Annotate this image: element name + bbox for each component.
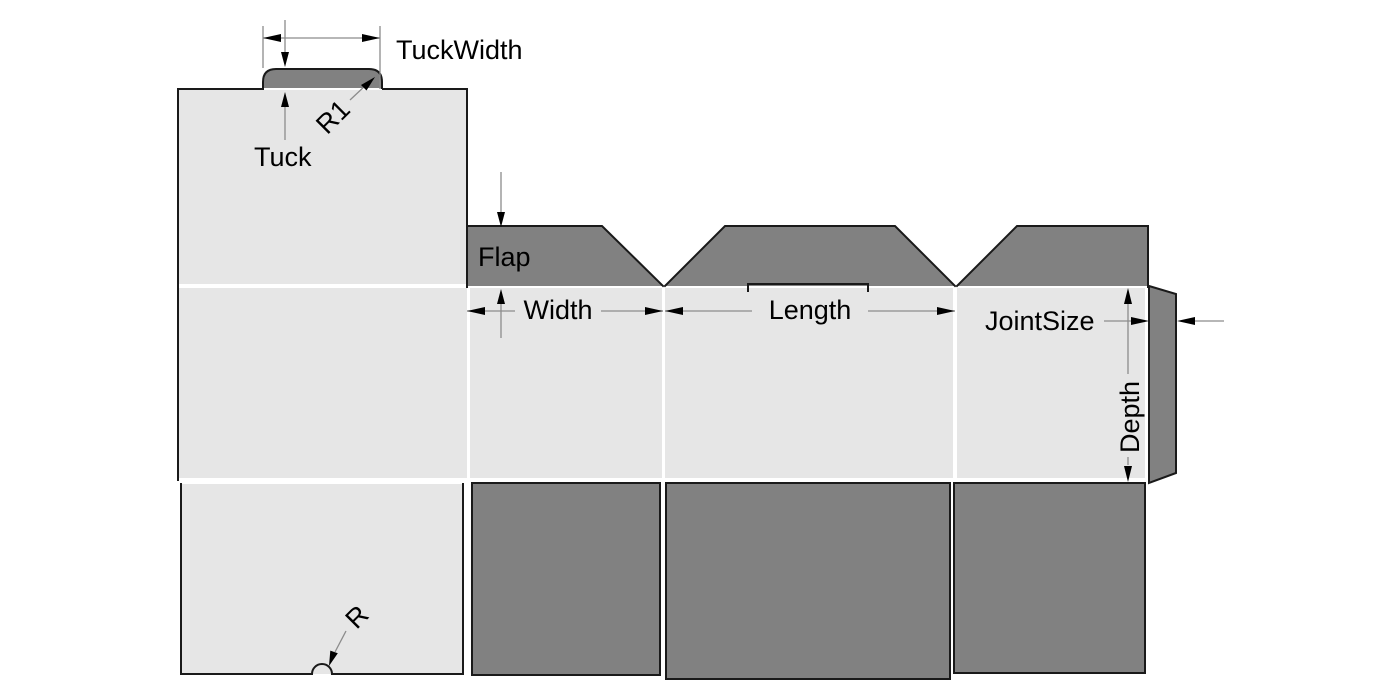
dim-tuckwidth: TuckWidth xyxy=(262,26,523,89)
dim-jointsize: JointSize xyxy=(985,306,1224,336)
flap-label: Flap xyxy=(478,242,531,272)
tuckwidth-arrow-right xyxy=(362,34,380,42)
depth-arrow-up xyxy=(1124,288,1132,304)
jointsize-arrow-left xyxy=(1177,317,1195,325)
thumb-notch xyxy=(310,663,334,676)
bottom-tuck-panel-outline xyxy=(180,483,464,675)
tuck-arrow-down xyxy=(281,52,289,67)
depth-arrow-down xyxy=(1124,466,1132,482)
dim-length: Length xyxy=(665,295,955,325)
length-arrow-right xyxy=(937,307,955,315)
bottom-flap-right xyxy=(953,482,1146,674)
dim-depth: Depth xyxy=(1115,288,1145,482)
lock-slit xyxy=(747,283,869,292)
r1-arrowhead xyxy=(361,77,375,91)
dust-flap-right-outline xyxy=(955,225,1149,288)
width-label: Width xyxy=(523,295,592,325)
r1-leader-line xyxy=(349,84,367,101)
tuckwidth-arrow-left xyxy=(263,34,281,42)
r-leader-line xyxy=(334,630,347,653)
dust-flap-right xyxy=(957,226,1148,286)
jointsize-arrow-right xyxy=(1131,317,1149,325)
cut-edges xyxy=(177,68,1149,676)
tuckwidth-label: TuckWidth xyxy=(396,35,523,65)
glue-tab xyxy=(1148,284,1177,485)
side-panel-left xyxy=(470,288,662,478)
dim-flap: Flap xyxy=(478,172,531,338)
dim-width: Width xyxy=(467,295,663,325)
depth-label: Depth xyxy=(1115,381,1145,453)
jointsize-label: JointSize xyxy=(985,306,1095,336)
back-panel xyxy=(178,288,467,478)
bottom-flap-left xyxy=(471,482,661,676)
length-label: Length xyxy=(769,295,852,325)
width-arrow-left xyxy=(467,307,485,315)
flap-arrow-down xyxy=(497,212,505,227)
dust-flap-left-outline xyxy=(466,225,665,288)
body-panels xyxy=(178,90,1145,674)
dim-tuck: Tuck xyxy=(254,20,312,172)
front-panel xyxy=(665,288,953,478)
tuck-label: Tuck xyxy=(254,142,312,172)
tuck-arrow-up xyxy=(281,92,289,107)
tuck-tab xyxy=(263,69,382,88)
tuckwidth-dim-lines xyxy=(262,26,381,89)
width-arrow-right xyxy=(645,307,663,315)
side-panel-right xyxy=(957,288,1145,478)
top-flap-front-outline xyxy=(663,225,957,288)
dust-flap-left xyxy=(467,226,663,286)
back-panel-top xyxy=(178,90,467,284)
flap-arrow-up xyxy=(497,289,505,304)
bottom-tuck-panel xyxy=(181,484,463,674)
r-arrowhead xyxy=(329,650,338,666)
top-flap-front xyxy=(665,226,955,286)
tuck-tab-outline xyxy=(262,68,383,89)
length-arrow-left xyxy=(665,307,683,315)
flaps-and-tabs xyxy=(263,69,1177,680)
bottom-flap-front xyxy=(665,482,951,680)
